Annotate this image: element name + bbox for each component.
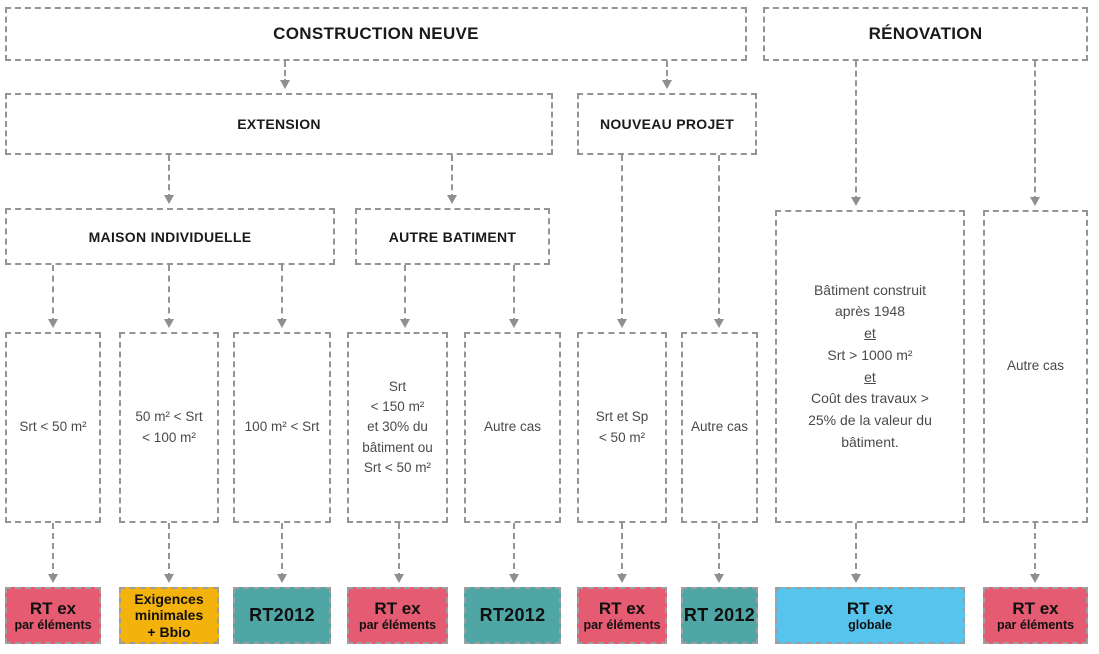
node-renovation: RÉNOVATION: [763, 7, 1088, 61]
condition-box-renovation-criteria: Bâtiment construit après 1948 et Srt > 1…: [775, 210, 965, 523]
condition-box-autre-cas-2: Autre cas: [681, 332, 758, 523]
result-subtitle: par éléments: [358, 618, 437, 633]
condition-text: 50 m² < Srt < 100 m²: [135, 409, 203, 445]
arrow-criteria-to-result8: [851, 523, 861, 583]
result-title: RT ex: [374, 598, 421, 618]
node-maison-individuelle: MAISON INDIVIDUELLE: [5, 208, 335, 265]
arrow-cond3-to-result3: [277, 523, 287, 583]
node-label: EXTENSION: [237, 116, 321, 132]
condition-text: Srt < 50 m²: [19, 419, 87, 435]
arrow-cond7-to-result7: [714, 523, 724, 583]
result-box-exigences-bbio: Exigences minimales + Bbio: [119, 587, 219, 644]
condition-box-srt-lt-50: Srt < 50 m²: [5, 332, 101, 523]
result-box-rtex-elements-1: RT ex par éléments: [5, 587, 101, 644]
arrow-autre-batiment-to-cond5: [509, 265, 519, 328]
arrow-cond2-to-result2: [164, 523, 174, 583]
condition-box-50-100: 50 m² < Srt < 100 m²: [119, 332, 219, 523]
node-label: CONSTRUCTION NEUVE: [273, 24, 479, 43]
arrow-extension-to-autre-batiment: [447, 155, 457, 204]
result-box-rt2012-2: RT2012: [464, 587, 561, 644]
node-nouveau-projet: NOUVEAU PROJET: [577, 93, 757, 155]
result-title: RT2012: [249, 605, 315, 626]
condition-text: Autre cas: [483, 419, 542, 435]
condition-box-srt-sp: Srt et Sp < 50 m²: [577, 332, 667, 523]
arrow-autre-cas-to-result9: [1030, 523, 1040, 583]
arrow-construction-to-nouveau-projet: [662, 61, 672, 89]
result-subtitle: par éléments: [996, 618, 1075, 633]
result-title: RT ex: [598, 598, 646, 618]
arrow-extension-to-maison: [164, 155, 174, 204]
result-title: RT ex: [29, 598, 77, 618]
result-box-rtex-elements-2: RT ex par éléments: [347, 587, 448, 644]
result-box-rtex-globale: RT ex globale: [775, 587, 965, 644]
node-extension: EXTENSION: [5, 93, 553, 155]
condition-text: Bâtiment construit après 1948 et Srt > 1…: [808, 281, 932, 450]
arrow-nouveau-projet-to-cond6: [617, 155, 627, 328]
condition-box-autre-cas-1: Autre cas: [464, 332, 561, 523]
condition-text: Autre cas: [1006, 358, 1065, 374]
arrow-autre-batiment-to-cond4: [400, 265, 410, 328]
result-subtitle: par éléments: [583, 618, 661, 633]
arrow-renovation-to-autre-cas: [1030, 61, 1040, 206]
result-title: RT 2012: [683, 605, 756, 626]
node-label: MAISON INDIVIDUELLE: [88, 228, 252, 245]
result-box-rtex-elements-3: RT ex par éléments: [577, 587, 667, 644]
condition-text: Srt < 150 m² et 30% du bâtiment ou Srt <…: [362, 378, 433, 475]
result-box-rt2012-1: RT2012: [233, 587, 331, 644]
condition-box-150-30pct: Srt < 150 m² et 30% du bâtiment ou Srt <…: [347, 332, 448, 523]
result-subtitle: + Bbio: [147, 623, 191, 640]
node-label: RÉNOVATION: [868, 24, 983, 43]
result-subtitle: par éléments: [14, 618, 92, 633]
result-title: RT2012: [479, 605, 546, 626]
arrow-maison-to-cond1: [48, 265, 58, 328]
result-box-rtex-elements-4: RT ex par éléments: [983, 587, 1088, 644]
arrow-cond6-to-result6: [617, 523, 627, 583]
result-title: RT ex: [846, 598, 894, 618]
arrow-construction-to-extension: [280, 61, 290, 89]
arrow-cond1-to-result1: [48, 523, 58, 583]
arrow-maison-to-cond2: [164, 265, 174, 328]
result-subtitle: globale: [848, 618, 892, 633]
condition-box-autre-cas-3: Autre cas: [983, 210, 1088, 523]
node-label: AUTRE BATIMENT: [388, 228, 517, 245]
result-title: Exigences minimales: [134, 591, 204, 624]
condition-text: Srt et Sp < 50 m²: [595, 409, 649, 445]
condition-text: 100 m² < Srt: [244, 419, 320, 435]
arrow-maison-to-cond3: [277, 265, 287, 328]
arrow-nouveau-projet-to-cond7: [714, 155, 724, 328]
condition-box-gt-100: 100 m² < Srt: [233, 332, 331, 523]
node-label: NOUVEAU PROJET: [599, 116, 735, 132]
result-box-rt2012-3: RT 2012: [681, 587, 758, 644]
arrow-cond5-to-result5: [509, 523, 519, 583]
node-construction-neuve: CONSTRUCTION NEUVE: [5, 7, 747, 61]
condition-text: Autre cas: [690, 419, 749, 435]
result-title: RT ex: [1012, 598, 1059, 618]
node-autre-batiment: AUTRE BATIMENT: [355, 208, 550, 265]
arrow-renovation-to-criteria: [851, 61, 861, 206]
arrow-cond4-to-result4: [394, 523, 404, 583]
